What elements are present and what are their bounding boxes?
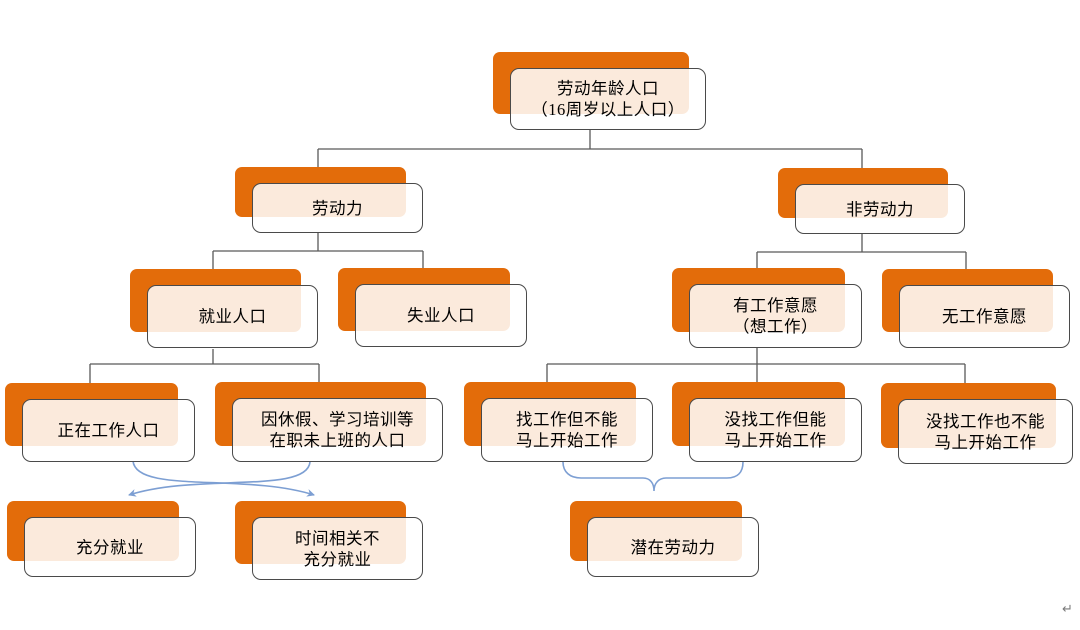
node-label-line: 马上开始工作 bbox=[934, 432, 1037, 452]
arrow-to-full-employment bbox=[128, 461, 311, 497]
node-not-seeking-available: 没找工作但能 马上开始工作 bbox=[672, 382, 862, 462]
node-full-employment: 充分就业 bbox=[7, 501, 196, 577]
connector-employed-to-children bbox=[89, 349, 320, 384]
node-working-age-population: 劳动年龄人口 （16周岁以上人口） bbox=[493, 52, 706, 130]
connector-nonlaborforce-to-children bbox=[756, 234, 967, 270]
node-label-line: 充分就业 bbox=[76, 537, 144, 557]
node-label-line: 找工作但不能 bbox=[516, 410, 618, 429]
node-willing-to-work: 有工作意愿 （想工作） bbox=[672, 268, 862, 348]
node-label-line: 劳动力 bbox=[312, 198, 363, 218]
node-label-line: 没找工作也不能 bbox=[926, 411, 1045, 431]
node-label: 就业人口 bbox=[147, 285, 318, 348]
paragraph-return-mark: ↵ bbox=[1062, 602, 1073, 617]
node-label-line: 就业人口 bbox=[198, 307, 267, 326]
node-label-line: 马上开始工作 bbox=[516, 431, 618, 450]
node-label: 找工作但不能 马上开始工作 bbox=[481, 398, 653, 462]
node-unemployed-population: 失业人口 bbox=[338, 268, 527, 347]
connector-root-to-level2 bbox=[317, 130, 863, 169]
node-label: 充分就业 bbox=[24, 517, 196, 577]
connector-willing-to-children bbox=[546, 348, 966, 384]
node-label: 潜在劳动力 bbox=[587, 517, 759, 577]
node-label: 没找工作但能 马上开始工作 bbox=[689, 398, 862, 462]
node-label-line: 正在工作人口 bbox=[57, 421, 160, 440]
node-not-seeking-not-available: 没找工作也不能 马上开始工作 bbox=[881, 383, 1073, 464]
node-time-related-underemployment: 时间相关不 充分就业 bbox=[235, 501, 423, 580]
node-label: 因休假、学习培训等 在职未上班的人口 bbox=[232, 398, 443, 462]
node-label: 劳动力 bbox=[252, 183, 423, 233]
node-label: 无工作意愿 bbox=[899, 285, 1070, 348]
node-label-line: （想工作） bbox=[733, 317, 818, 336]
node-label-line: 因休假、学习培训等 bbox=[261, 410, 414, 429]
connector-laborforce-to-children bbox=[212, 233, 424, 270]
node-not-willing-to-work: 无工作意愿 bbox=[882, 269, 1070, 348]
node-label-line: 充分就业 bbox=[303, 549, 372, 569]
brace-to-potential-labor bbox=[562, 461, 744, 492]
node-potential-labor-force: 潜在劳动力 bbox=[570, 501, 759, 577]
node-label: 非劳动力 bbox=[795, 184, 965, 234]
node-label-line: 没找工作但能 bbox=[724, 410, 827, 429]
node-label-line: 时间相关不 bbox=[295, 528, 380, 548]
node-label: 正在工作人口 bbox=[22, 399, 195, 462]
node-label: 没找工作也不能 马上开始工作 bbox=[898, 399, 1073, 464]
node-label: 有工作意愿 （想工作） bbox=[689, 284, 862, 348]
node-label-line: 潜在劳动力 bbox=[630, 537, 716, 557]
node-seeking-not-available: 找工作但不能 马上开始工作 bbox=[464, 382, 653, 462]
arrow-to-time-underemployment bbox=[132, 460, 315, 497]
node-label-line: 在职未上班的人口 bbox=[269, 431, 406, 450]
node-labor-force: 劳动力 bbox=[235, 167, 423, 233]
node-on-leave-training: 因休假、学习培训等 在职未上班的人口 bbox=[215, 382, 443, 462]
node-label: 劳动年龄人口 （16周岁以上人口） bbox=[510, 68, 706, 130]
node-label-line: 马上开始工作 bbox=[724, 431, 827, 450]
node-label: 失业人口 bbox=[355, 284, 527, 347]
node-currently-working: 正在工作人口 bbox=[5, 383, 195, 462]
node-label-line: 劳动年龄人口 bbox=[557, 79, 659, 98]
node-employed-population: 就业人口 bbox=[130, 269, 318, 348]
node-label-line: （16周岁以上人口） bbox=[531, 100, 685, 119]
node-label-line: 无工作意愿 bbox=[942, 307, 1027, 326]
node-non-labor-force: 非劳动力 bbox=[778, 168, 965, 234]
node-label-line: 有工作意愿 bbox=[733, 296, 818, 315]
node-label: 时间相关不 充分就业 bbox=[252, 517, 423, 580]
node-label-line: 失业人口 bbox=[407, 306, 475, 325]
node-label-line: 非劳动力 bbox=[846, 199, 914, 219]
